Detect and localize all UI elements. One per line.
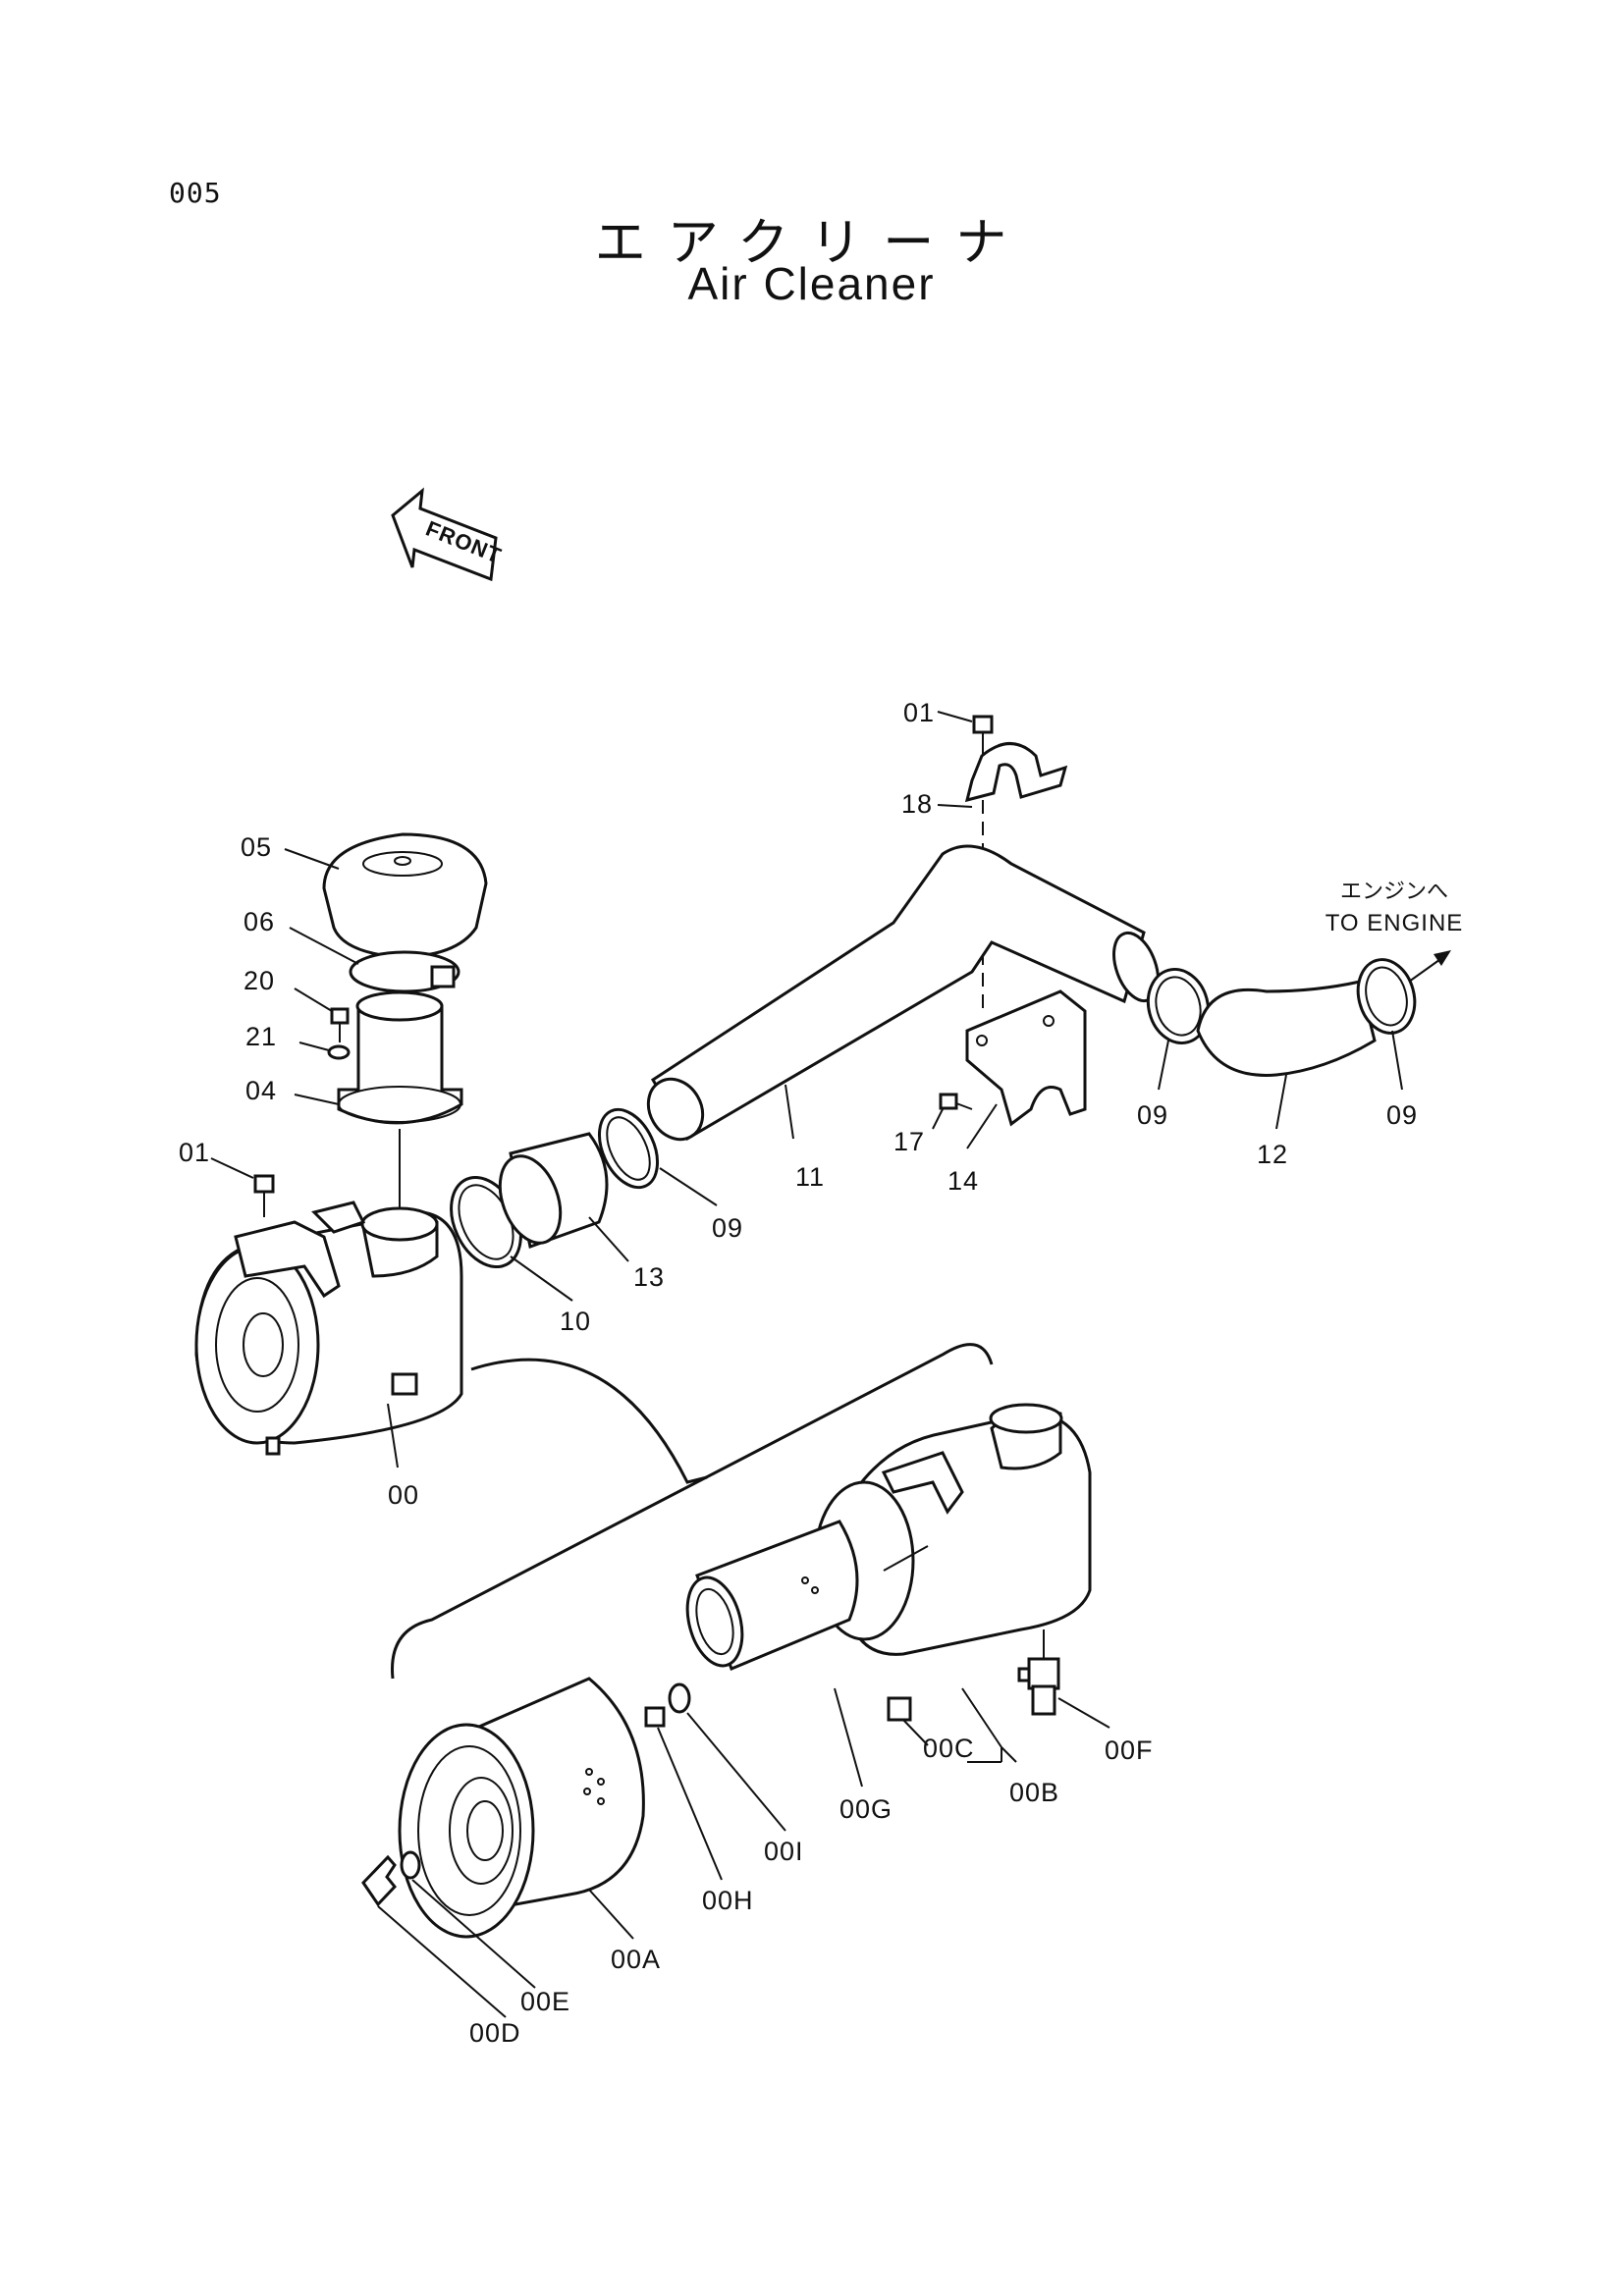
callout-09-right-b: 09: [1386, 1100, 1418, 1130]
page-code: 005: [169, 177, 222, 209]
hose-clamp-09-right-a: [1146, 967, 1211, 1045]
callout-06: 06: [243, 907, 275, 936]
title-japanese: エアクリーナ: [594, 214, 1029, 273]
callout-00H: 00H: [702, 1886, 754, 1915]
elbow-hose-12: [1196, 980, 1377, 1077]
callout-00A: 00A: [611, 1945, 661, 1974]
callout-09-middle: 09: [712, 1213, 743, 1243]
bolt-01-top: [972, 715, 994, 756]
callout-00E: 00E: [520, 1987, 570, 2016]
housing-00B: [813, 1403, 1092, 1656]
clamp-ring-06: [349, 950, 460, 993]
pipe-clamp-18: [964, 742, 1068, 803]
callout-00C: 00C: [923, 1734, 975, 1763]
callout-01-top: 01: [903, 698, 935, 727]
callout-20: 20: [243, 966, 275, 995]
engine-note-jp: エンジンへ: [1340, 879, 1448, 903]
callout-01-left: 01: [179, 1138, 210, 1167]
callout-13: 13: [633, 1262, 665, 1292]
bolt-01-left: [253, 1174, 275, 1217]
wing-nut-00D: [361, 1854, 397, 1907]
hose-clamp-09-right-b: [1356, 958, 1417, 1035]
callout-10: 10: [560, 1307, 591, 1336]
callout-21: 21: [245, 1022, 277, 1051]
callout-labels: 01 18 05 06 20 21 04 01 09 12 09 17 14 1…: [179, 698, 1418, 2048]
callout-00D: 00D: [469, 2018, 521, 2048]
callout-14: 14: [947, 1166, 979, 1196]
washer-00E: [400, 1850, 421, 1880]
inner-element-00G: [685, 1520, 859, 1671]
callout-00I: 00I: [764, 1837, 804, 1866]
inlet-pipe-04: [337, 990, 463, 1125]
callout-00G: 00G: [839, 1794, 893, 1824]
title-english: Air Cleaner: [687, 258, 936, 309]
air-cleaner-assembly-00: [194, 1201, 463, 1456]
front-arrow-icon: FRONT: [391, 487, 506, 582]
nut-00H: [644, 1706, 666, 1728]
rubber-hose-13: [498, 1132, 609, 1249]
washer-21: [327, 1044, 351, 1060]
hose-clamp-09-middle: [597, 1107, 660, 1190]
to-engine-arrow-icon: [1408, 950, 1451, 983]
drain-cap-00C: [887, 1696, 912, 1722]
callout-00F: 00F: [1105, 1735, 1154, 1765]
cover-05: [322, 832, 488, 959]
washer-00I: [668, 1682, 691, 1714]
callout-00B: 00B: [1009, 1778, 1059, 1807]
bolt-20: [330, 1007, 350, 1042]
dust-valve-00F: [1017, 1629, 1060, 1716]
callout-04: 04: [245, 1076, 277, 1105]
bolt-17: [939, 1093, 973, 1110]
callout-12: 12: [1257, 1140, 1288, 1169]
callout-18: 18: [901, 789, 933, 819]
callout-11: 11: [795, 1162, 825, 1192]
callout-05: 05: [241, 832, 272, 862]
callout-17: 17: [893, 1127, 925, 1156]
intake-pipe-11: [646, 844, 1160, 1142]
bracket-14: [965, 989, 1087, 1127]
callout-00: 00: [388, 1480, 419, 1510]
engine-note-en: TO ENGINE: [1325, 910, 1464, 936]
callout-09-right-a: 09: [1137, 1100, 1168, 1130]
outer-element-00A: [398, 1677, 645, 1939]
leader-lines: [210, 711, 1403, 2018]
